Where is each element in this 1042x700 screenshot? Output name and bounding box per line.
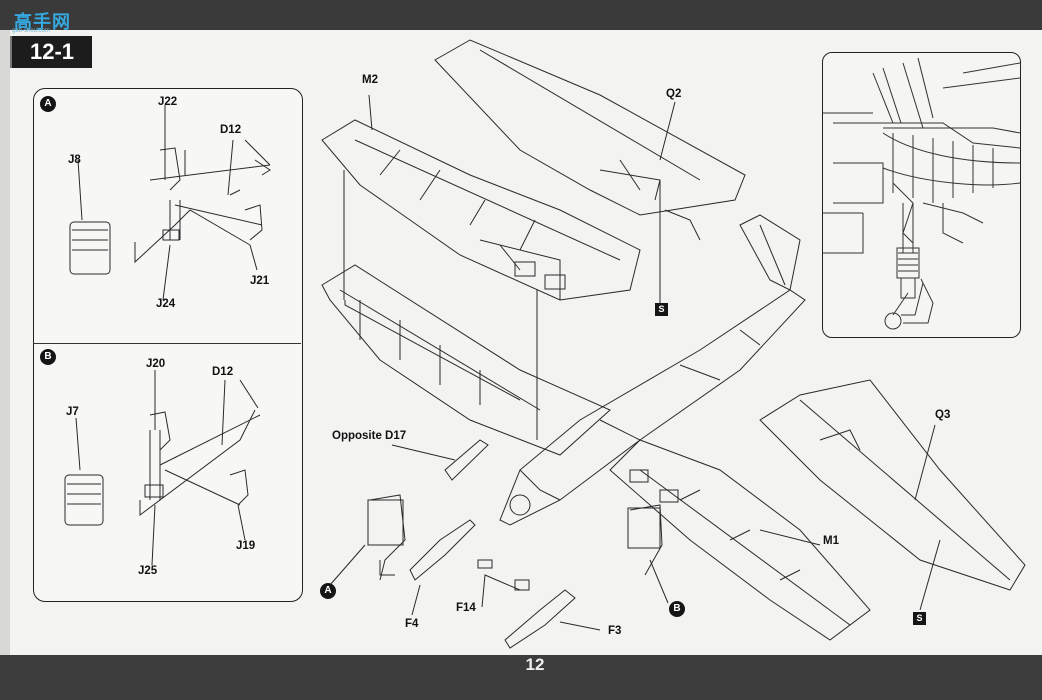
part-label-j19: J19: [236, 540, 256, 552]
part-label-q3: Q3: [935, 409, 951, 421]
part-label-f4: F4: [405, 618, 419, 630]
part-label-j8: J8: [68, 154, 81, 166]
inset-drawing: [823, 57, 1020, 330]
wing-lower-left: [321, 264, 611, 456]
wing-top-q2: [434, 39, 746, 216]
watermark-logo: 高手网 gao-shou.com: [6, 4, 72, 34]
bottom-bar: [0, 655, 1042, 700]
part-label-m1: M1: [823, 535, 839, 547]
part-label-m2: M2: [362, 74, 378, 86]
top-bar: [0, 0, 1042, 30]
fuselage: [499, 289, 806, 526]
detail-b-marker: B: [40, 349, 56, 365]
part-f3: [504, 589, 576, 649]
part-label-j20: J20: [146, 358, 166, 370]
part-label-f14: F14: [456, 602, 476, 614]
part-label-opposite-d17: Opposite D17: [332, 430, 407, 442]
logo-subtext: gao-shou.com: [12, 28, 51, 34]
part-label-j21: J21: [250, 275, 270, 287]
detail-a-marker: A: [40, 96, 56, 112]
part-label-q2: Q2: [666, 88, 682, 100]
landing-gear-inset: [822, 52, 1021, 338]
wing-right-m1: [609, 439, 871, 641]
part-label-j25: J25: [138, 565, 158, 577]
page-gutter: [0, 30, 10, 655]
glue-symbol-bottom: S: [913, 612, 926, 625]
gear-marker-b: B: [669, 601, 685, 617]
panel-divider: [33, 343, 301, 344]
page-number: 12: [525, 655, 545, 674]
part-label-j7: J7: [66, 406, 79, 418]
logo-text: 高手网: [14, 12, 71, 33]
detail-a-drawing: [69, 105, 271, 301]
wing-upper-left: [321, 119, 641, 301]
part-f4: [409, 519, 476, 581]
step-number: 12-1: [12, 36, 92, 68]
glue-symbol-top: S: [655, 303, 668, 316]
detail-b-drawing: [64, 370, 261, 566]
gear-marker-a: A: [320, 583, 336, 599]
tail-fin: [739, 214, 801, 291]
wing-right-q3: [759, 379, 1026, 591]
part-label-d12-b: D12: [212, 366, 234, 378]
part-label-d12-a: D12: [220, 124, 242, 136]
part-label-j22: J22: [158, 96, 178, 108]
part-label-j24: J24: [156, 298, 176, 310]
detail-panel: [33, 88, 303, 602]
part-label-f3: F3: [608, 625, 622, 637]
